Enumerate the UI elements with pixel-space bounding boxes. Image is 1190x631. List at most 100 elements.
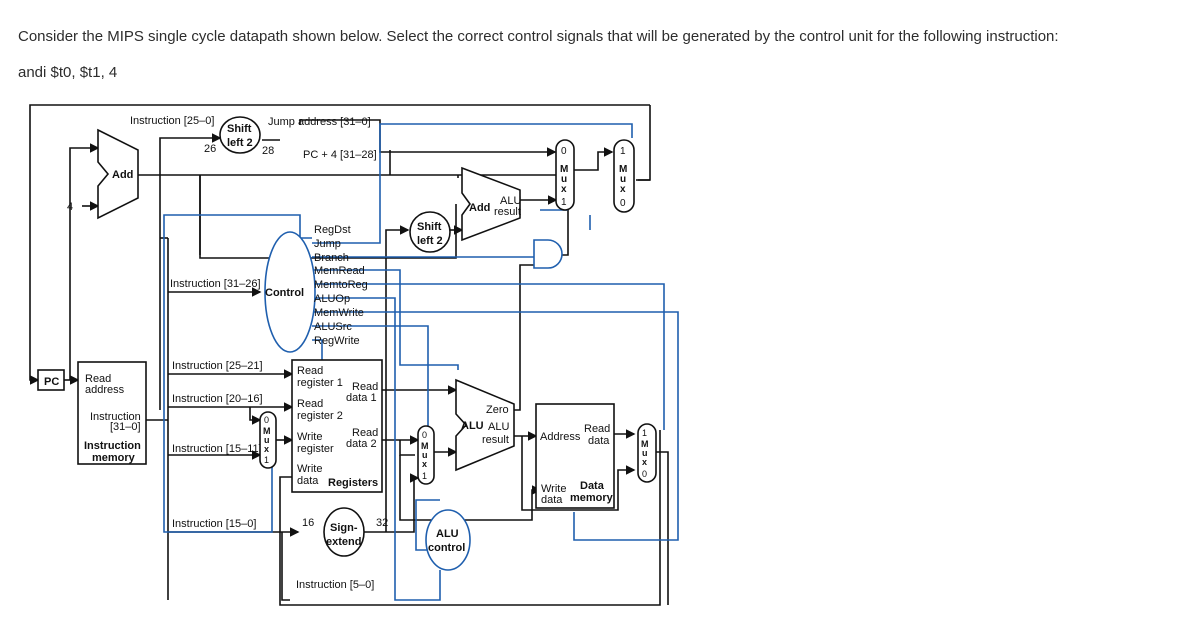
mux-memtoreg: 1 M u x 0	[637, 423, 657, 483]
mux-memtoreg-u: u	[642, 448, 648, 458]
mux-alusrc-1: 1	[422, 471, 427, 481]
dm-title-b: memory	[570, 492, 614, 504]
shift-left-2-jump: Shift left 2 Instruction [25–0] 26 28 Ju…	[130, 115, 377, 161]
mux-alusrc: 0 M u x 1	[417, 425, 435, 485]
dm-write-b: data	[541, 494, 563, 506]
branch-alu-label: ALU	[500, 195, 521, 207]
mux-alusrc-m: M	[421, 441, 429, 451]
instruction-memory: Read address Instruction [31–0] Instruct…	[77, 361, 147, 465]
bits-16: 16	[302, 517, 314, 529]
main-alu: Zero ALU ALU result	[455, 378, 515, 472]
pc-adder: Add 4	[67, 128, 139, 220]
mux-branch-1: 1	[561, 197, 567, 208]
read-data-2-b: data 2	[346, 438, 377, 450]
dm-read-b: data	[588, 435, 610, 447]
read-data-1-b: data 1	[346, 392, 377, 404]
signal-regwrite: RegWrite	[314, 335, 360, 347]
signal-alusrc: ALUSrc	[314, 321, 352, 333]
branch-add-label: Add	[469, 202, 490, 214]
sign-extend-b: extend	[326, 536, 361, 548]
instruction-20-16-label: Instruction [20–16]	[172, 393, 263, 405]
mux-jump-u: u	[620, 174, 626, 185]
mux-memtoreg-x: x	[642, 457, 647, 467]
signal-branch: Branch	[314, 252, 349, 264]
shift-left-2-branch: Shift left 2	[409, 211, 451, 253]
mux-jump-0: 0	[620, 198, 626, 209]
mux-jump-x: x	[620, 184, 626, 195]
mux-alusrc-u: u	[422, 450, 428, 460]
instruction-label-2: [31–0]	[110, 421, 141, 433]
instruction-25-21-label: Instruction [25–21]	[172, 360, 263, 372]
read-register-2-a: Read	[297, 398, 323, 410]
read-data-2-a: Read	[352, 427, 378, 439]
read-register-2-b: register 2	[297, 410, 343, 422]
mux-branch-0: 0	[561, 146, 567, 157]
read-address-label-2: address	[85, 384, 125, 396]
mux-memtoreg-1: 1	[642, 428, 647, 438]
instruction-5-0-label: Instruction [5–0]	[296, 579, 374, 591]
write-register-a: Write	[297, 431, 322, 443]
registers-title: Registers	[328, 477, 378, 489]
pc-register: PC	[37, 369, 65, 391]
question-text: Consider the MIPS single cycle datapath …	[18, 28, 1059, 45]
pc-label: PC	[44, 376, 59, 388]
mux-jump-m: M	[619, 164, 627, 175]
mux-memtoreg-0: 0	[642, 469, 647, 479]
control-signals: RegDst Jump Branch MemRead MemtoReg ALUO…	[314, 224, 368, 347]
bits-26: 26	[204, 143, 216, 155]
register-file: Read register 1 Read register 2 Write re…	[291, 359, 383, 493]
shift-label-bottom: left 2	[227, 137, 253, 149]
instruction-memory-title-1: Instruction	[84, 440, 141, 452]
instruction-memory-title-2: memory	[92, 452, 136, 464]
read-data-1-a: Read	[352, 381, 378, 393]
mux-regdst-1: 1	[264, 455, 269, 465]
mux-alusrc-0: 0	[422, 430, 427, 440]
jump-address-label: Jump address [31–0]	[268, 116, 371, 128]
pc-plus-4-label: PC + 4 [31–28]	[303, 149, 377, 161]
instruction-15-0-label: Instruction [15–0]	[172, 518, 256, 530]
read-register-1-a: Read	[297, 365, 323, 377]
signal-jump: Jump	[314, 238, 341, 250]
mux-branch-x: x	[561, 184, 567, 195]
mux-branch-m: M	[560, 164, 568, 175]
dm-read-a: Read	[584, 423, 610, 435]
mux-branch: 0 M u x 1	[555, 139, 575, 211]
signal-memread: MemRead	[314, 265, 365, 277]
write-register-b: register	[297, 443, 334, 455]
signal-aluop: ALUOp	[314, 293, 350, 305]
alu-zero-label: Zero	[486, 404, 509, 416]
alu-control-b: control	[428, 542, 465, 554]
mux-jump: 1 M u x 0	[613, 139, 635, 213]
dm-title-a: Data	[580, 480, 605, 492]
alu-label: ALU	[461, 420, 484, 432]
mux-regdst-m: M	[263, 426, 271, 436]
mux-jump-1: 1	[620, 146, 626, 157]
mux-regdst-0: 0	[264, 415, 269, 425]
control-label: Control	[265, 287, 304, 299]
signal-memwrite: MemWrite	[314, 307, 364, 319]
instruction-label-1: Instruction	[90, 411, 141, 423]
and-gate	[533, 239, 563, 269]
shift2-label-bottom: left 2	[417, 235, 443, 247]
bits-28: 28	[262, 145, 274, 157]
alu-result-b: result	[482, 434, 509, 446]
branch-result-label: result	[494, 206, 521, 218]
shift-label-top: Shift	[227, 123, 252, 135]
write-data-a: Write	[297, 463, 322, 475]
dm-address-label: Address	[540, 431, 581, 443]
mux-branch-u: u	[561, 174, 567, 185]
mux-alusrc-x: x	[422, 459, 427, 469]
alu-control-a: ALU	[436, 528, 459, 540]
add-label: Add	[112, 169, 133, 181]
branch-adder: Add ALU result	[461, 166, 521, 242]
mux-regdst-x: x	[264, 444, 269, 454]
instruction-15-11-label: Instruction [15–11]	[172, 443, 262, 455]
data-memory: Address Read data Write data Data memory	[535, 403, 615, 509]
shift2-label-top: Shift	[417, 221, 442, 233]
sign-extend: Sign- extend 16 32 Instruction [5–0]	[296, 507, 388, 591]
instruction-25-0-label: Instruction [25–0]	[130, 115, 214, 127]
alu-result-a: ALU	[488, 421, 509, 433]
mux-regdst: 0 M u x 1	[259, 411, 277, 469]
write-data-b: data	[297, 475, 319, 487]
